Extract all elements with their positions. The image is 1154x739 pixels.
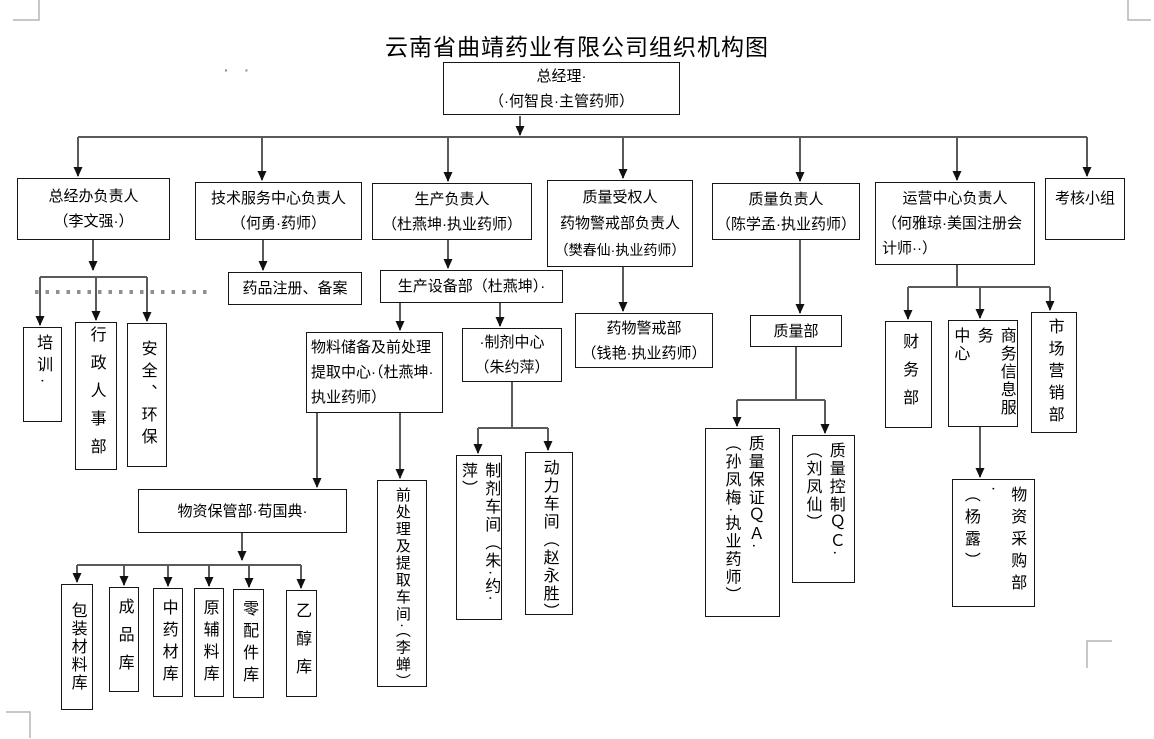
node-person: （·何智良·主管药师） bbox=[489, 92, 634, 110]
node-title: 生产负责人 bbox=[414, 190, 490, 208]
node-preparation-workshop: 制剂车间（朱·约·萍） bbox=[456, 455, 502, 620]
node-pretreatment-extraction-workshop: 前处理及提取车间·（李蝉） bbox=[377, 480, 427, 691]
node-title: 质量控制ＱＣ· （刘凤仙） bbox=[803, 442, 844, 558]
node-quality-head: 质量负责人 （陈学孟·执业药师） bbox=[712, 183, 860, 240]
node-quality-control: 质量控制ＱＣ· （刘凤仙） bbox=[792, 435, 855, 583]
node-title: 技术服务中心负责人 bbox=[210, 190, 346, 207]
node-title: 考核小组 bbox=[1054, 190, 1115, 207]
node-title: 制剂车间（朱·约·萍） bbox=[459, 462, 500, 603]
node-person: （何勇·药师） bbox=[231, 215, 326, 232]
node-title: 中药材库 bbox=[159, 598, 177, 687]
node-title: ·制剂中心 bbox=[479, 334, 545, 351]
node-quality-authorized-person: 质量受权人 药物警戒部负责人 （樊春仙·执业药师） bbox=[547, 180, 693, 267]
node-person: （樊春仙·执业药师） bbox=[554, 241, 686, 258]
node-title: 零配件库 bbox=[240, 599, 258, 688]
node-finished-goods-warehouse: 成品库 bbox=[109, 587, 139, 692]
node-quality-assurance: 质量保证ＱＡ· （孙凤梅·执业药师） bbox=[705, 428, 780, 617]
node-hr-admin-dept: 行政人事部 bbox=[75, 322, 117, 470]
node-title: 总经理· bbox=[536, 67, 587, 85]
node-quality-dept: 质量部 bbox=[750, 315, 842, 347]
node-person: （陈学孟·执业药师） bbox=[716, 215, 856, 233]
page-title: 云南省曲靖药业有限公司组织机构图 bbox=[385, 34, 769, 60]
node-material-purchasing-dept: 物资采购部· （杨露） bbox=[952, 479, 1035, 607]
node-pharmacovigilance-dept: 药物警戒部 （钱艳·执业药师） bbox=[575, 313, 713, 368]
node-training: 培训· bbox=[23, 327, 62, 422]
node-title: 商务信息服务 中心 bbox=[951, 327, 1015, 417]
node-general-manager: 总经理· （·何智良·主管药师） bbox=[443, 62, 680, 115]
node-title: 市场营销部 bbox=[1045, 317, 1063, 428]
node-safety-environment: 安全、环保 bbox=[127, 323, 167, 467]
node-marketing-dept: 市场营销部 bbox=[1031, 312, 1077, 433]
node-person: （朱约萍） bbox=[474, 359, 550, 376]
node-finance-dept: 财务部 bbox=[885, 321, 932, 428]
node-production-head: 生产负责人 （杜燕坤·执业药师） bbox=[372, 183, 532, 240]
formatting-marks: · · bbox=[224, 62, 256, 78]
node-title: 安全、环保 bbox=[138, 340, 156, 450]
node-title: 物料储备及前处理提取中心·（杜燕坤·执业药师） bbox=[311, 339, 434, 406]
node-title: 培训· bbox=[34, 334, 52, 390]
connectors-warehouses bbox=[72, 533, 306, 589]
node-raw-auxiliary-warehouse: 原辅料库 bbox=[194, 588, 224, 697]
node-assessment-group: 考核小组 bbox=[1045, 178, 1125, 240]
node-production-equipment-dept: 生产设备部（杜燕坤）· bbox=[380, 270, 563, 303]
node-spare-parts-warehouse: 零配件库 bbox=[233, 589, 264, 698]
node-title: 乙醇库 bbox=[293, 601, 311, 686]
node-title: 药物警戒部 bbox=[606, 319, 682, 337]
node-operations-head: 运营中心负责人 （何雅琼·美国注册会计师··） bbox=[875, 182, 1035, 265]
node-title: 质量受权人 bbox=[582, 188, 658, 206]
node-title: 生产设备部（杜燕坤）· bbox=[397, 278, 546, 295]
node-business-info-service-center: 商务信息服务 中心 bbox=[948, 320, 1018, 427]
node-title: 行政人事部 bbox=[87, 326, 105, 466]
node-tech-service-head: 技术服务中心负责人 （何勇·药师） bbox=[195, 182, 362, 240]
node-ethanol-warehouse: 乙醇库 bbox=[286, 590, 317, 697]
node-material-keeping-dept: 物资保管部·苟国典· bbox=[138, 489, 347, 533]
node-tcm-material-warehouse: 中药材库 bbox=[153, 588, 183, 697]
connectors-top-level bbox=[73, 116, 1092, 182]
node-title: 质量部 bbox=[773, 322, 819, 340]
node-person: （李文强·） bbox=[53, 213, 134, 230]
node-material-storage-extraction-center: 物料储备及前处理提取中心·（杜燕坤·执业药师） bbox=[306, 332, 443, 413]
node-person: （杜燕坤·执业药师） bbox=[382, 215, 522, 233]
dotted-relation-line bbox=[35, 290, 207, 294]
node-title2: 药物警戒部负责人 bbox=[559, 214, 680, 232]
node-title: 质量保证ＱＡ· （孙凤梅·执业药师） bbox=[722, 435, 763, 605]
node-packaging-material-warehouse: 包装材料库 bbox=[61, 584, 93, 710]
node-title: 财务部 bbox=[900, 332, 918, 417]
node-title: 运营中心负责人 bbox=[902, 190, 1008, 207]
node-person: （何雅琼·美国注册会计师··） bbox=[882, 215, 1022, 257]
node-title: 动力车间（赵永胜） bbox=[540, 459, 558, 621]
node-title: 质量负责人 bbox=[748, 190, 824, 208]
node-preparation-center: ·制剂中心 （朱约萍） bbox=[462, 328, 562, 382]
node-title: 药品注册、备案 bbox=[242, 280, 348, 297]
node-title: 物资采购部· （杨露） bbox=[961, 486, 1026, 596]
node-drug-registration: 药品注册、备案 bbox=[228, 272, 362, 305]
node-title: 物资保管部·苟国典· bbox=[177, 502, 308, 520]
node-title: 原辅料库 bbox=[200, 598, 218, 687]
node-title: 总经办负责人 bbox=[48, 188, 139, 205]
node-power-workshop: 动力车间（赵永胜） bbox=[525, 452, 573, 621]
node-admin-office-head: 总经办负责人 （李文强·） bbox=[17, 178, 170, 240]
node-person: （钱艳·执业药师） bbox=[581, 344, 707, 362]
node-title: 成品库 bbox=[115, 597, 133, 682]
node-title: 前处理及提取车间·（李蝉） bbox=[393, 487, 411, 691]
node-title: 包装材料库 bbox=[68, 602, 86, 692]
